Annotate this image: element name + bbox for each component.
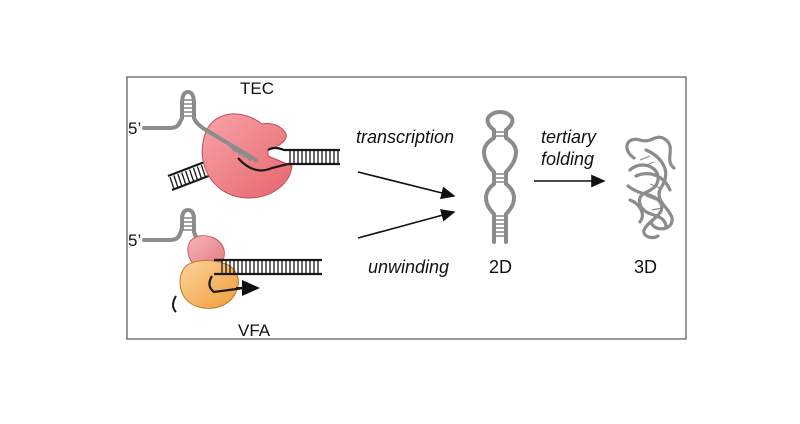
- vfa-label: VFA: [238, 321, 271, 340]
- rna-3d-structure: [625, 135, 676, 240]
- vfa-dna: [214, 258, 322, 276]
- dna-base-pair: [196, 166, 203, 179]
- unwinding-label: unwinding: [368, 257, 450, 277]
- dna-base-pair: [200, 164, 207, 178]
- vfa-tail-strand: [172, 295, 177, 313]
- vfa-displaced-strand: [208, 275, 245, 294]
- three-d-label: 3D: [634, 257, 658, 277]
- vfa-complex: [142, 208, 322, 313]
- tec-complex: [142, 90, 340, 199]
- five-prime-top-label: 5’: [128, 119, 142, 138]
- dna-base-pair: [181, 172, 187, 185]
- rna-3d-ladder: [639, 155, 663, 211]
- tec-hairpin-rungs: [182, 99, 194, 117]
- tec-label: TEC: [240, 79, 274, 98]
- tec-template-strand: [237, 157, 289, 172]
- tec-nascent-rna: [142, 116, 184, 130]
- transcription-arrow: [357, 171, 456, 200]
- tertiary-label-line2: folding: [541, 149, 595, 169]
- five-prime-bottom-label: 5’: [128, 231, 142, 250]
- panel-frame: [126, 76, 687, 340]
- tertiary-label-line1: tertiary: [541, 127, 597, 147]
- tec-downstream-dna: [267, 146, 340, 166]
- vfa-hairpin-rungs: [182, 217, 194, 231]
- dna-base-pair: [188, 169, 195, 182]
- rna-2d-rungs: [494, 131, 506, 237]
- tec-downstream-dna-rungs: [289, 151, 339, 163]
- transcription-label: transcription: [356, 127, 455, 147]
- dna-base-pair: [192, 167, 199, 181]
- dna-base-pair: [173, 175, 179, 188]
- tec-rna-hairpin: [180, 90, 258, 162]
- rna-2d-structure: [482, 110, 518, 244]
- unwinding-arrow: [357, 209, 456, 239]
- dna-base-pair: [185, 170, 191, 184]
- vfa-dna-rungs: [221, 261, 319, 273]
- two-d-label: 2D: [489, 257, 513, 277]
- dna-base-pair: [169, 176, 175, 190]
- tec-rna-dna-hybrid-rungs: [229, 145, 252, 162]
- dna-base-pair: [177, 173, 183, 187]
